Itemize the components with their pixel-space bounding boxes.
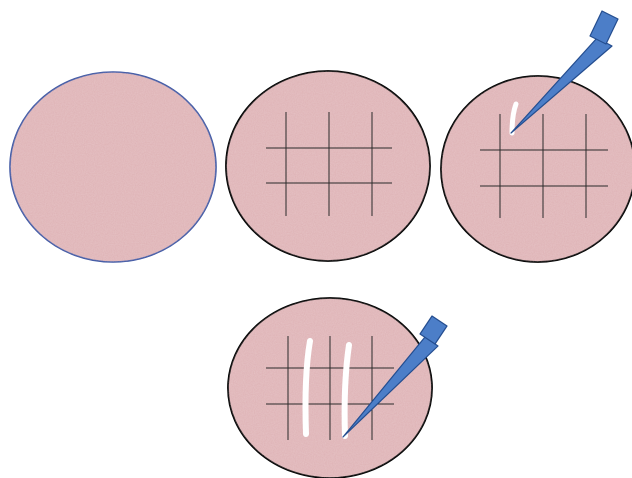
dish-texture <box>10 72 216 262</box>
dish-texture <box>441 76 632 262</box>
dish-texture <box>226 71 430 261</box>
dish-grid <box>226 71 430 261</box>
dish-plain <box>10 72 216 262</box>
dish-grid-scratching <box>441 11 632 262</box>
dish-grid-two-scratches <box>228 298 447 478</box>
